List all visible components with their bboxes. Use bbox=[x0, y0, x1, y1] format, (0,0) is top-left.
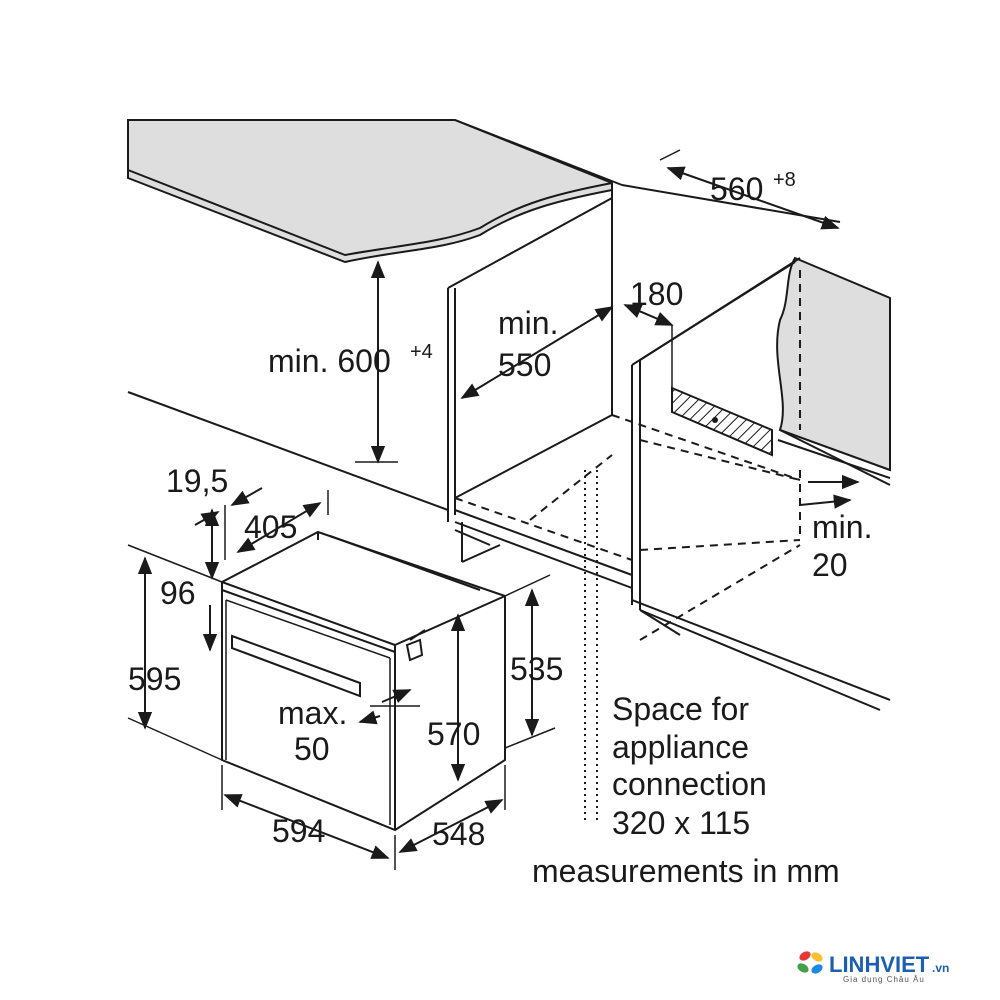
door-gap-arrow bbox=[381, 689, 412, 703]
oven-depth-label: 548 bbox=[432, 816, 485, 852]
ventilation-opening bbox=[671, 325, 773, 457]
cutout-depth-label: 550 bbox=[498, 347, 551, 383]
oven bbox=[221, 530, 506, 832]
top-depth-arrow bbox=[236, 502, 322, 553]
dimension-labels: 560 +8 180 min. 550 min. 600 +4 19,5 405… bbox=[128, 169, 872, 852]
cutout-outline bbox=[454, 270, 801, 641]
countertop bbox=[127, 119, 613, 264]
connection-note-line-1: Space for bbox=[612, 691, 749, 727]
oven-height-label: 595 bbox=[128, 661, 181, 697]
connection-note-line-4: 320 x 115 bbox=[612, 805, 750, 841]
rear-height-label: 535 bbox=[510, 651, 563, 687]
cutout-height-label: min. 600 bbox=[268, 343, 391, 379]
top-gap-label: 96 bbox=[160, 575, 196, 611]
right-countertop bbox=[776, 256, 891, 486]
vent-depth-arrow bbox=[623, 304, 674, 326]
brand-logo: LINHVIET .vn Gia dụng Châu Âu bbox=[797, 951, 949, 984]
front-offset-arrow bbox=[194, 511, 220, 527]
connection-space-lines bbox=[584, 470, 598, 820]
front-offset-label: 19,5 bbox=[166, 463, 228, 499]
units-note: measurements in mm bbox=[532, 853, 840, 889]
cutout-width-label: 560 bbox=[710, 171, 763, 207]
side-gap-label: 20 bbox=[812, 547, 848, 583]
connection-note-line-2: appliance bbox=[612, 729, 749, 765]
oven-depth-arrow bbox=[398, 799, 504, 853]
brand-name: LINHVIET bbox=[829, 952, 930, 977]
cutout-height-tolerance: +4 bbox=[410, 341, 433, 363]
connection-note-line-3: connection bbox=[612, 766, 767, 802]
body-height-label: 570 bbox=[427, 716, 480, 752]
dimension-lines bbox=[127, 149, 860, 870]
oven-width-arrow bbox=[223, 794, 390, 859]
side-gap-prefix: min. bbox=[812, 509, 872, 545]
oven-width-label: 594 bbox=[272, 813, 325, 849]
brand-tagline: Gia dụng Châu Âu bbox=[843, 975, 925, 984]
connection-note: Space for appliance connection 320 x 115 bbox=[612, 691, 767, 841]
brand-tld: .vn bbox=[932, 961, 949, 975]
door-gap-label: 50 bbox=[294, 731, 330, 767]
brand-logo-mark-icon bbox=[797, 951, 823, 974]
cutout-depth-prefix: min. bbox=[498, 305, 558, 341]
cutout-width-tolerance: +8 bbox=[773, 169, 796, 191]
cutout-depth-arrow bbox=[460, 306, 614, 399]
top-depth-label: 405 bbox=[244, 509, 297, 545]
vent-depth-label: 180 bbox=[630, 276, 683, 312]
door-gap-prefix: max. bbox=[278, 695, 347, 731]
cutout-width-arrow bbox=[666, 166, 840, 230]
